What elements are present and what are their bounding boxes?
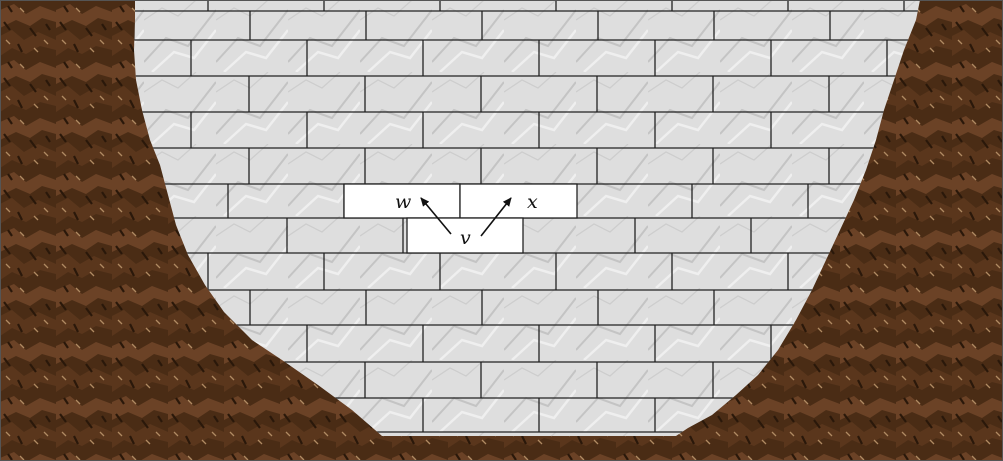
label-x: x bbox=[527, 191, 538, 213]
label-w: w bbox=[395, 191, 411, 213]
label-v: v bbox=[460, 227, 471, 249]
brick-x bbox=[460, 184, 577, 218]
